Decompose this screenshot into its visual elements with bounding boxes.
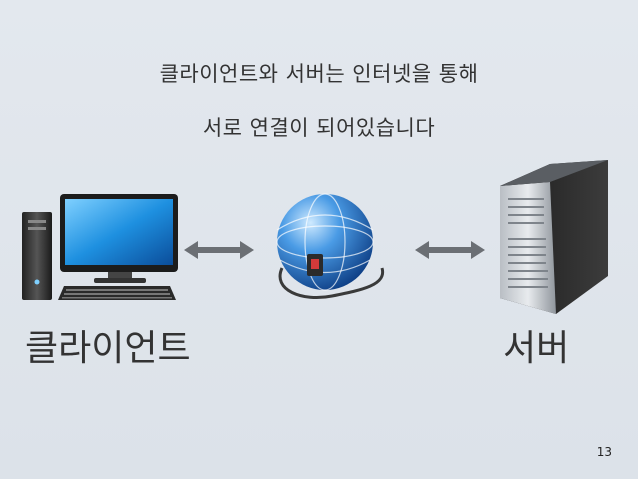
server-tower-icon xyxy=(500,160,608,314)
server-label: 서버 xyxy=(503,328,570,369)
desktop-computer-icon xyxy=(22,194,178,300)
bidirectional-arrow-icon xyxy=(184,241,254,259)
page-number: 13 xyxy=(596,445,612,459)
globe-network-icon xyxy=(276,193,385,300)
title-line-2: 서로 연결이 되어있습니다 xyxy=(202,116,436,140)
title-line-1: 클라이언트와 서버는 인터넷을 통해 xyxy=(159,62,479,86)
bidirectional-arrow-icon xyxy=(415,241,485,259)
client-label: 클라이언트 xyxy=(25,328,191,369)
